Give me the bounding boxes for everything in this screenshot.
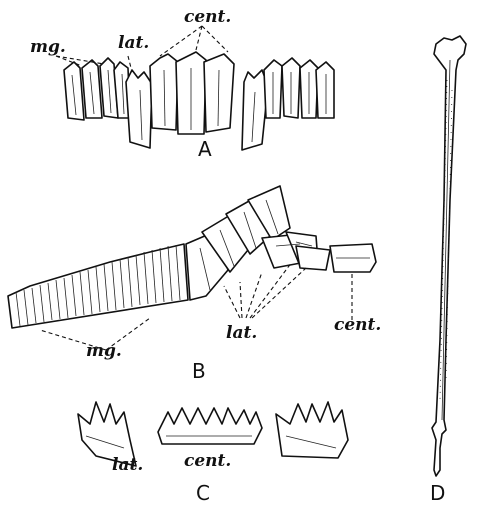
panel-label-a: A <box>198 137 212 161</box>
panel-d-drawing <box>432 36 466 476</box>
label-cent-b: cent. <box>334 315 381 335</box>
label-lat-a: lat. <box>118 33 149 53</box>
label-mg-a: mg. <box>30 37 66 57</box>
label-mg-b: mg. <box>86 341 122 361</box>
label-cent-a: cent. <box>184 7 231 27</box>
panel-label-c: C <box>196 481 210 505</box>
label-lat-b: lat. <box>226 323 257 343</box>
panel-b-drawing <box>8 186 376 350</box>
panel-label-b: B <box>192 359 206 383</box>
label-cent-c: cent. <box>184 451 231 471</box>
panel-a-drawing <box>56 26 334 150</box>
label-lat-c: lat. <box>112 455 143 475</box>
panel-label-d: D <box>430 481 445 505</box>
